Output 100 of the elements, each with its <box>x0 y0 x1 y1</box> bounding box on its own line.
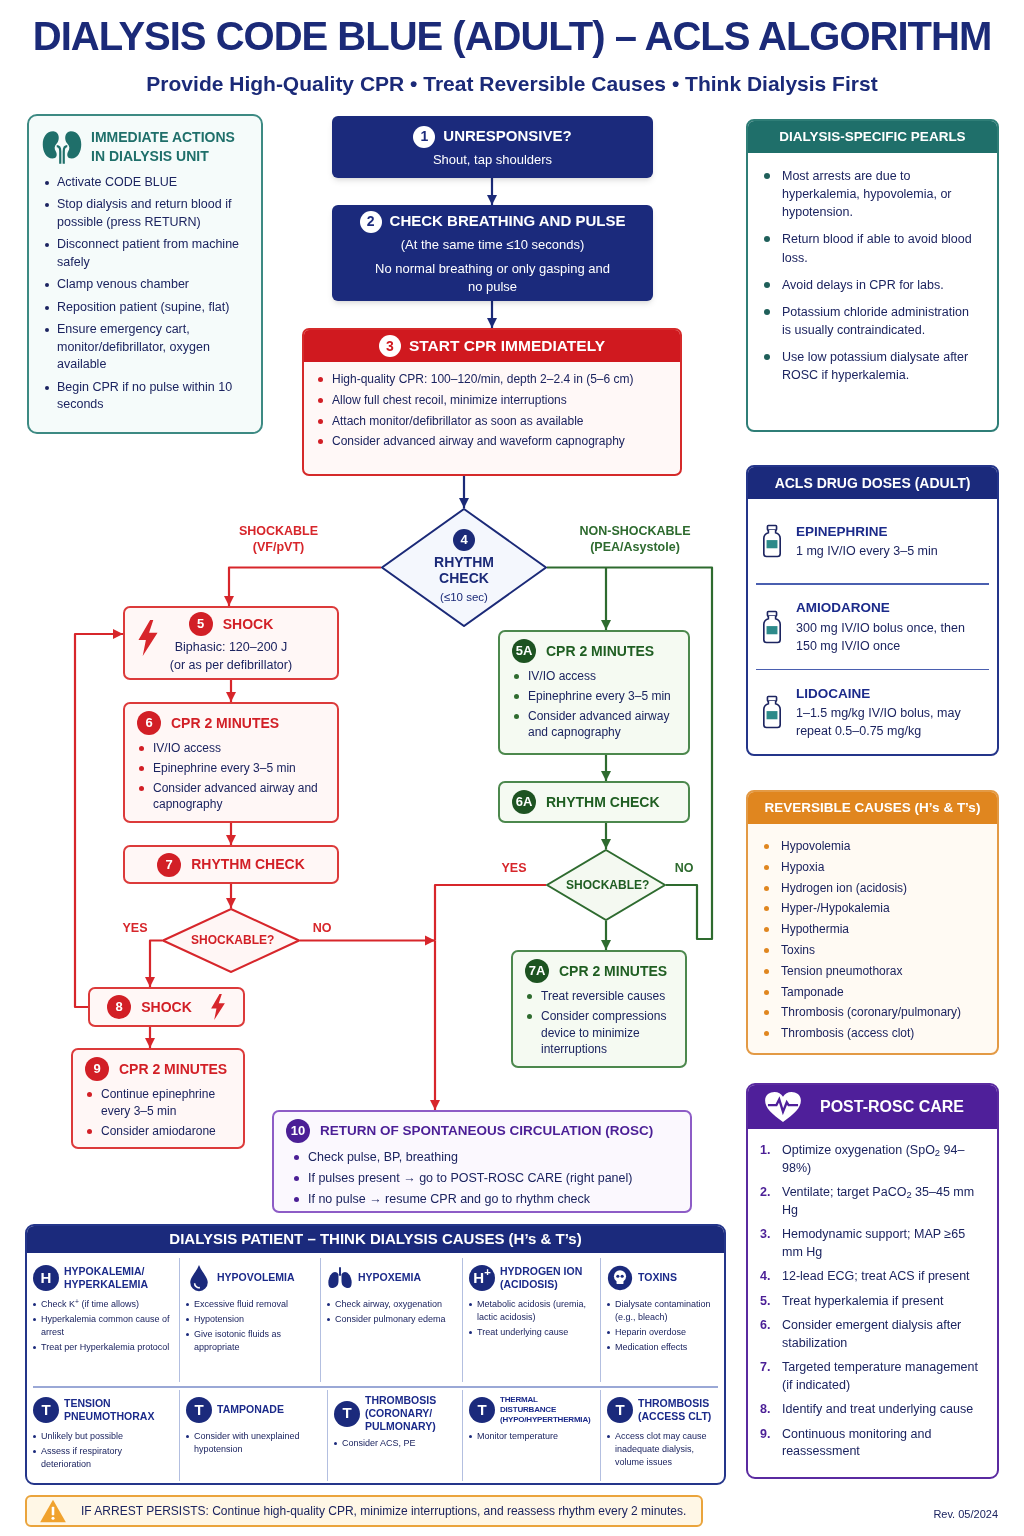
subtitle: Provide High-Quality CPR • Treat Reversible Causes • Think Dialysis First <box>145 71 879 97</box>
process-box <box>498 781 690 823</box>
page-title: DIALYSIS CODE BLUE (ADULT) – ACLS ALGORITHM <box>31 13 993 60</box>
list-number: 8. <box>760 1401 772 1418</box>
step-text: Shout, tap shoulders <box>432 150 553 169</box>
panel-header: REVERSIBLE CAUSES (H’s & T’s) <box>748 792 997 824</box>
step-title: CHECK BREATHING AND PULSE <box>389 211 626 232</box>
list-item: IV/IO access <box>153 740 222 757</box>
list-item: Unlikely but possible <box>41 1430 124 1443</box>
step-number: 6A <box>512 790 536 814</box>
alert-text: IF ARREST PERSISTS: Continue high-quality CPR, minimize interruptions, and reassess rhythm every 2 minutes. <box>81 1503 687 1520</box>
list-item: Continue epinephrine every 3–5 min <box>101 1086 217 1120</box>
drug-name: LIDOCAINE <box>796 684 872 703</box>
step-text: No normal breathing or only gasping and no pulse <box>374 260 611 296</box>
step-number: 7A <box>525 959 549 983</box>
arrow <box>300 935 435 946</box>
list-item: Disconnect patient from machine safely <box>57 236 241 271</box>
list-item: Activate CODE BLUE <box>57 173 178 191</box>
cause-letter: T <box>334 1400 360 1427</box>
list-item: Tension pneumothorax <box>781 962 903 980</box>
revision-note: Rev. 05/2024 <box>933 1507 998 1522</box>
list-item: Treat reversible causes <box>541 988 666 1005</box>
process-box <box>332 116 653 178</box>
step-title: RETURN OF SPONTANEOUS CIRCULATION (ROSC) <box>320 1121 654 1140</box>
process-box <box>272 1110 692 1213</box>
list-item: Treat hyperkalemia if present <box>782 1292 944 1310</box>
process-box <box>123 845 339 884</box>
list-item: Targeted temperature management (if indicated) <box>782 1359 979 1394</box>
list-item: Toxins <box>781 942 815 959</box>
step-number: 6 <box>137 711 161 735</box>
drug-dose: 1 mg IV/IO every 3–5 min <box>796 543 938 561</box>
list-item: Hypovolemia <box>781 838 851 855</box>
step-title: CPR 2 MINUTES <box>171 713 280 733</box>
step-title: RHYTHM CHECK <box>546 792 660 812</box>
arrow <box>223 566 381 606</box>
list-item: Optimize oxygenation (SpO$_{2}$ 94–98%) <box>782 1142 966 1177</box>
arrow <box>225 680 237 702</box>
list-item: Check K$^{+}$ (if time allows) <box>41 1298 139 1311</box>
arrow <box>73 628 123 1009</box>
decision-diamond <box>381 508 547 627</box>
process-box <box>332 205 653 301</box>
list-item: Consider advanced airway and capnography <box>528 707 671 742</box>
list-item: Ventilate; target PaCO$_{2}$ 35–45 mm Hg <box>782 1184 976 1219</box>
list-item: Stop dialysis and return blood if possible (press RETURN) <box>57 196 233 231</box>
step-number: 2 <box>359 210 382 233</box>
cause-title: HYPOXEMIA <box>358 1271 421 1285</box>
cause-title: HYPOKALEMIA/ HYPERKALEMIA <box>64 1264 149 1292</box>
list-item: 12-lead ECG; treat ACS if present <box>782 1268 970 1285</box>
list-item: Dialysate contamination (e.g., bleach) <box>615 1298 712 1325</box>
process-box <box>123 702 339 823</box>
list-item: Consider ACS, PE <box>342 1437 416 1451</box>
list-item: Monitor temperature <box>477 1430 559 1443</box>
arrow <box>144 939 162 987</box>
list-item: Hyper-/Hypokalemia <box>781 900 890 918</box>
list-item: Most arrests are due to hyperkalemia, hypovolemia, or hypotension. <box>782 168 953 222</box>
list-item: Consider with unexplained hypotension <box>194 1430 301 1457</box>
arrow <box>429 940 441 1110</box>
step-title: CPR 2 MINUTES <box>559 961 668 981</box>
list-item: IV/IO access <box>528 668 597 685</box>
step-title: SHOCK <box>222 614 274 634</box>
list-item: Hemodynamic support; MAP ≥65 mm Hg <box>782 1226 967 1261</box>
list-number: 6. <box>760 1317 772 1334</box>
drug-dose: 1–1.5 mg/kg IV/IO bolus, may repeat 0.5–0.75 mg/kg <box>796 705 962 741</box>
arrow <box>225 884 237 908</box>
list-item: Hydrogen ion (acidosis) <box>781 879 908 897</box>
list-number: 7. <box>760 1359 772 1376</box>
step-number: 9 <box>85 1057 109 1081</box>
list-item: Begin CPR if no pulse within 10 seconds <box>57 378 234 414</box>
info-panel <box>746 465 999 756</box>
list-item: Metabolic acidosis (uremia, lactic acidosis) <box>477 1298 588 1325</box>
list-number: 4. <box>760 1268 772 1285</box>
cause-title: TAMPONADE <box>217 1403 284 1417</box>
list-item: Consider amiodarone <box>101 1122 216 1140</box>
list-item: Ensure emergency cart, monitor/defibrillator, oxygen available <box>57 321 211 374</box>
arrow <box>486 301 498 328</box>
list-item: Consider pulmonary edema <box>335 1313 446 1327</box>
list-item: Excessive fluid removal <box>194 1298 289 1311</box>
step-number: 10 <box>286 1119 310 1143</box>
list-item: Treat per Hyperkalemia protocol <box>41 1341 170 1355</box>
drug-dose: 300 mg IV/IO bolus once, then 150 mg IV/IO once <box>796 619 966 655</box>
step-title: START CPR IMMEDIATELY <box>408 336 606 357</box>
list-item: Medication effects <box>615 1341 688 1355</box>
arrow <box>225 823 237 845</box>
connector-line <box>433 883 546 941</box>
step-title: RHYTHM CHECK <box>191 855 305 874</box>
list-item: Hyperkalemia common cause of arrest <box>41 1313 171 1340</box>
cause-title: HYPOVOLEMIA <box>217 1271 295 1285</box>
info-panel <box>746 119 999 432</box>
cause-title: THERMAL DISTURBANCE (HYPO/HYPERTHERMIA) <box>500 1395 592 1425</box>
arrow <box>600 921 612 950</box>
list-item: Return blood if able to avoid blood loss. <box>782 231 973 267</box>
panel-header: ACLS DRUG DOSES (ADULT) <box>748 467 997 499</box>
list-item: Reposition patient (supine, flat) <box>57 298 230 316</box>
cause-letter: T <box>33 1397 59 1423</box>
list-item: Check pulse, BP, breathing <box>308 1149 458 1166</box>
connector-line <box>606 566 714 941</box>
list-item: Heparin overdose <box>615 1326 687 1340</box>
arrow <box>458 476 470 508</box>
list-item: Hypotension <box>194 1313 245 1327</box>
step-number: 1 <box>413 125 436 148</box>
